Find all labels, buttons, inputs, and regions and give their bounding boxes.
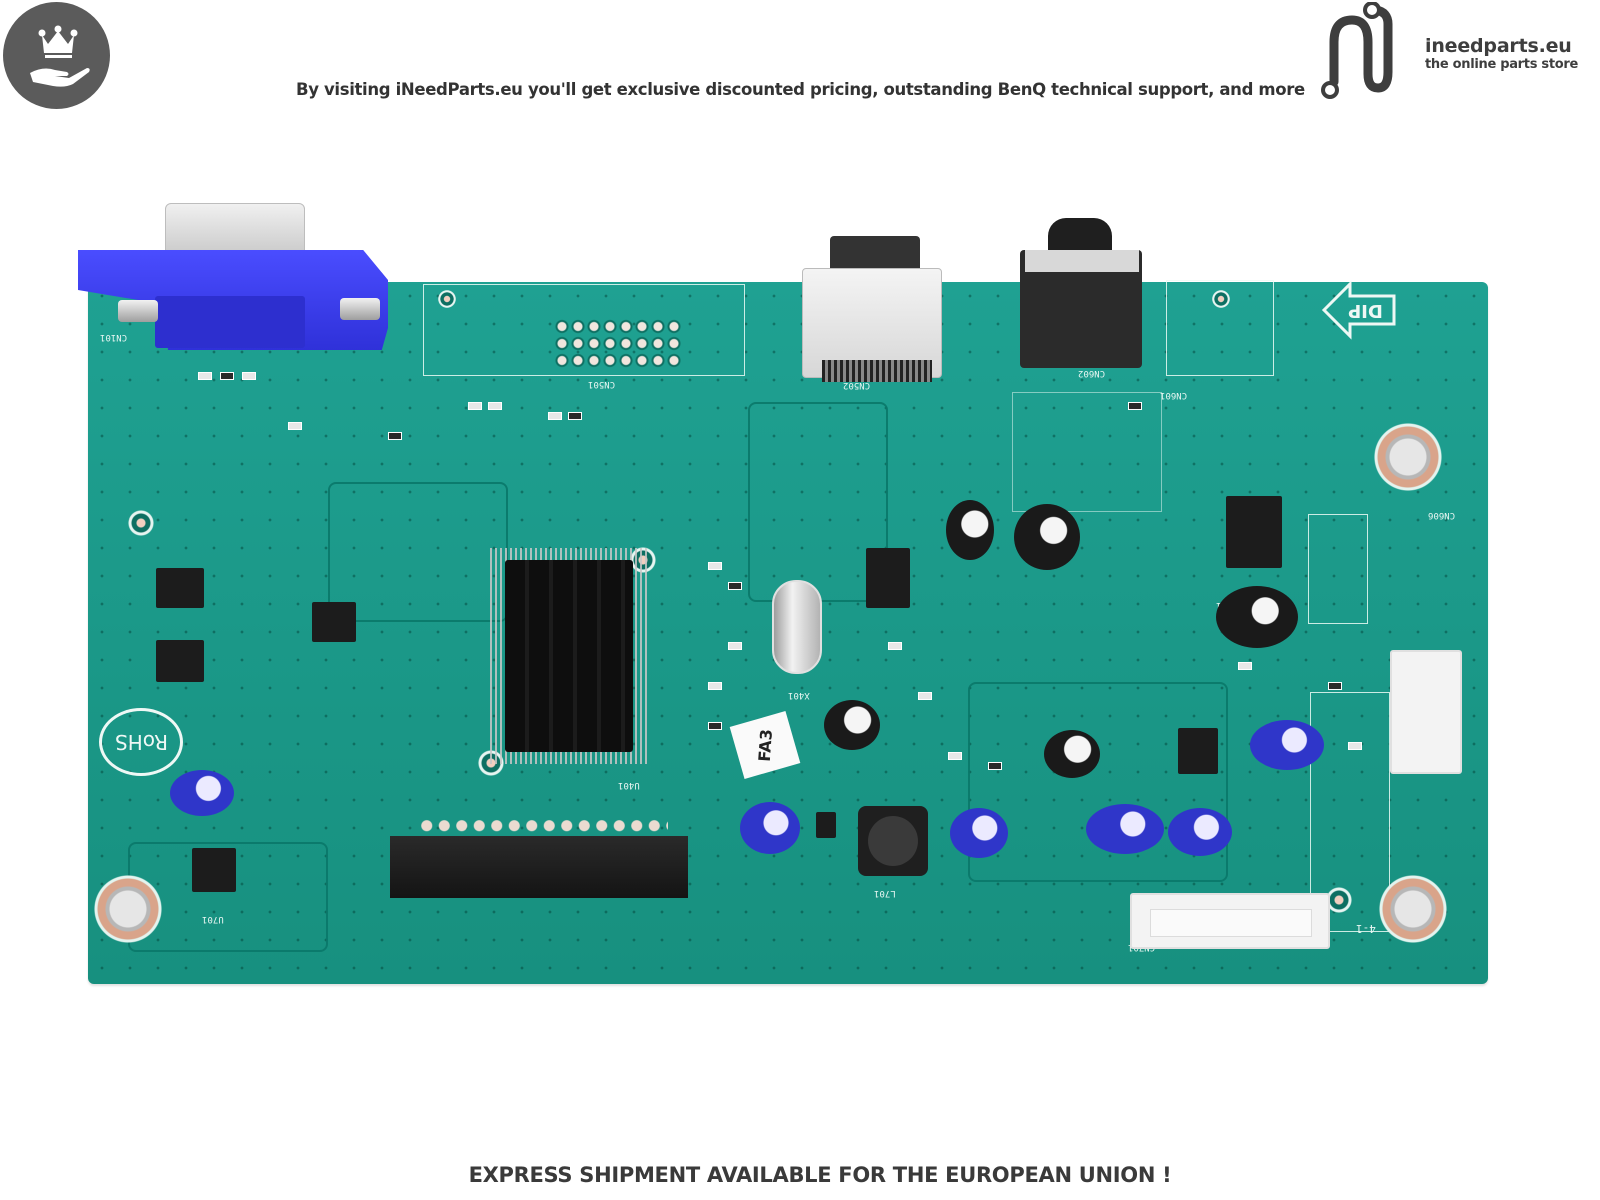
capacitor-c606 <box>1014 504 1080 570</box>
rohs-mark: RoHS <box>99 708 183 776</box>
smd-resistor <box>988 762 1002 770</box>
smd-resistor <box>220 372 234 380</box>
smd-resistor <box>242 372 256 380</box>
arrow-left-icon <box>1321 280 1396 340</box>
soc-heatsink <box>505 560 633 752</box>
silkscreen-outline <box>1012 392 1162 512</box>
capacitor-c429 <box>824 700 880 750</box>
smd-capacitor <box>1348 742 1362 750</box>
fiducial <box>128 510 154 536</box>
copper-trace <box>968 682 1228 882</box>
promo-tagline: By visiting iNeedParts.eu you'll get exc… <box>296 80 1305 99</box>
silk-label-x401: X401 <box>788 690 810 700</box>
silk-label-cn501: CN501 <box>588 379 616 389</box>
capacitor-blue <box>170 770 234 816</box>
silk-label-cn602: CN602 <box>1078 368 1106 378</box>
smd-resistor <box>388 432 402 440</box>
crown-hand-badge <box>3 2 110 109</box>
silk-label-u401: U401 <box>618 780 640 790</box>
chip-u702-regulator <box>1178 728 1218 774</box>
smd-resistor <box>1328 682 1342 690</box>
ineedparts-logo[interactable]: ineedparts.eu the online parts store <box>1321 2 1600 102</box>
crown-in-hand-icon <box>30 25 90 87</box>
logo-name: ineedparts.eu <box>1425 35 1572 57</box>
shipping-notice: EXPRESS SHIPMENT AVAILABLE FOR THE EUROP… <box>468 1163 1172 1187</box>
audio-jack-barrel <box>1048 218 1112 254</box>
connector-cn701 <box>1130 893 1330 949</box>
audio-jack-shield <box>1025 250 1139 272</box>
silk-label-cn606: CN606 <box>1428 510 1456 520</box>
capacitor-c413 <box>1044 730 1100 778</box>
chip-u706 <box>816 812 836 838</box>
mounting-hole <box>93 874 163 944</box>
capacitor-c702 <box>1168 808 1232 856</box>
hdmi-connector <box>802 268 942 378</box>
capacitor-c605 <box>946 500 994 560</box>
smd-resistor <box>198 372 212 380</box>
ribbon-connector-pins <box>418 818 668 840</box>
smd-resistor <box>728 582 742 590</box>
smd-capacitor <box>728 642 742 650</box>
silkscreen-outline <box>1308 514 1368 624</box>
smd-resistor <box>568 412 582 420</box>
copper-trace <box>328 482 508 622</box>
vga-connector-block <box>155 296 305 348</box>
capacitor-c706 <box>1086 804 1164 854</box>
smd-capacitor <box>708 682 722 690</box>
smd-capacitor <box>1238 662 1252 670</box>
silkscreen-outline <box>423 284 745 376</box>
silk-label-cn601: CN601 <box>1160 390 1188 400</box>
capacitor-c708 <box>950 808 1008 858</box>
smd-capacitor <box>288 422 302 430</box>
dip-arrow-mark: DIP <box>1320 280 1400 340</box>
smd-capacitor <box>918 692 932 700</box>
hdmi-pins <box>822 360 932 382</box>
chip-u601 <box>1226 496 1282 568</box>
capacitor-blue <box>1250 720 1324 770</box>
connector-side <box>1390 650 1462 774</box>
smd-capacitor <box>888 642 902 650</box>
fiducial <box>1326 887 1352 913</box>
fiducial <box>437 289 457 309</box>
chip-u403 <box>156 640 204 682</box>
capacitor-c714 <box>740 802 800 854</box>
smd-resistor <box>708 722 722 730</box>
smd-resistor <box>1128 402 1142 410</box>
fiducial <box>1211 289 1231 309</box>
mounting-hole <box>1373 422 1443 492</box>
vga-screw <box>340 298 380 320</box>
chip-u402 <box>312 602 356 642</box>
silk-label-u701: U701 <box>202 914 224 924</box>
silk-label-corner: 4-1 <box>1356 922 1376 935</box>
capacitor-c614 <box>1216 586 1298 648</box>
silkscreen-outline <box>1310 692 1390 932</box>
chip-u505 <box>866 548 910 608</box>
chip-u101 <box>156 568 204 608</box>
pin-header-cn501 <box>554 318 682 370</box>
chip-u701 <box>192 848 236 892</box>
circuit-n-logo-icon <box>1321 2 1393 99</box>
smd-capacitor <box>548 412 562 420</box>
logo-subtitle: the online parts store <box>1425 57 1578 72</box>
silk-label-l701: L701 <box>874 888 896 898</box>
crystal-x401 <box>772 580 822 674</box>
smd-capacitor <box>488 402 502 410</box>
inductor-l701 <box>858 806 928 876</box>
smd-capacitor <box>468 402 482 410</box>
ribbon-connector-cn <box>390 836 688 898</box>
smd-capacitor <box>948 752 962 760</box>
vga-screw <box>118 300 158 322</box>
smd-capacitor <box>708 562 722 570</box>
silk-label-cn101: CN101 <box>100 332 128 342</box>
silkscreen-outline <box>1166 280 1274 376</box>
mounting-hole <box>1378 874 1448 944</box>
